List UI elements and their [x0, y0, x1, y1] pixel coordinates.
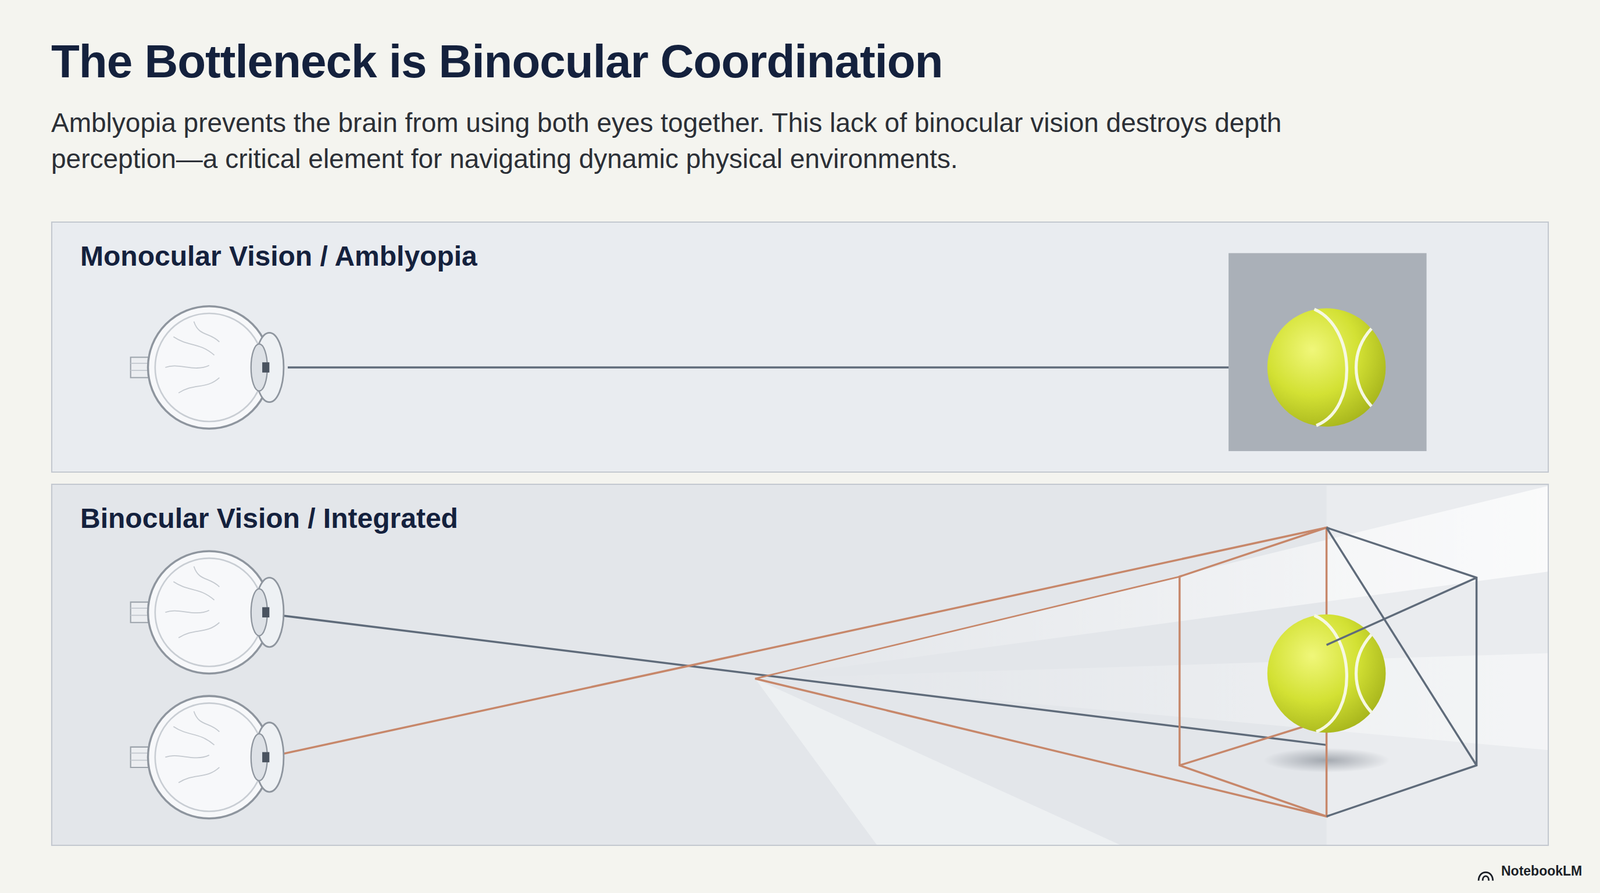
sight-line — [755, 576, 1180, 680]
panel-fill — [51, 483, 1549, 846]
watermark-icon — [1478, 872, 1494, 881]
sight-line — [287, 366, 1270, 369]
depth-cube-back — [1326, 527, 1477, 817]
watermark-text: NotebookLM — [1501, 862, 1582, 880]
panel-box: Monocular Vision / Amblyopia — [51, 221, 1549, 473]
light-beam — [755, 678, 1123, 846]
sight-line — [267, 527, 1327, 758]
eye-illustration — [130, 551, 284, 674]
sight-line — [755, 678, 1327, 817]
flat-backdrop — [1228, 252, 1427, 451]
subtitle-text: Amblyopia prevents the brain from using … — [51, 104, 1400, 177]
panel-heading: Monocular Vision / Amblyopia — [80, 240, 478, 273]
tennis-ball — [1267, 614, 1387, 734]
page-title: The Bottleneck is Binocular Coordination — [51, 34, 943, 89]
eye-illustration — [130, 306, 284, 430]
panel-heading: Binocular Vision / Integrated — [80, 502, 459, 535]
sight-line — [280, 615, 1327, 745]
eye-illustration — [130, 695, 284, 819]
panel-fill — [51, 221, 1549, 473]
tennis-ball — [1267, 308, 1387, 427]
panel-box: Binocular Vision / Integrated — [51, 483, 1549, 846]
